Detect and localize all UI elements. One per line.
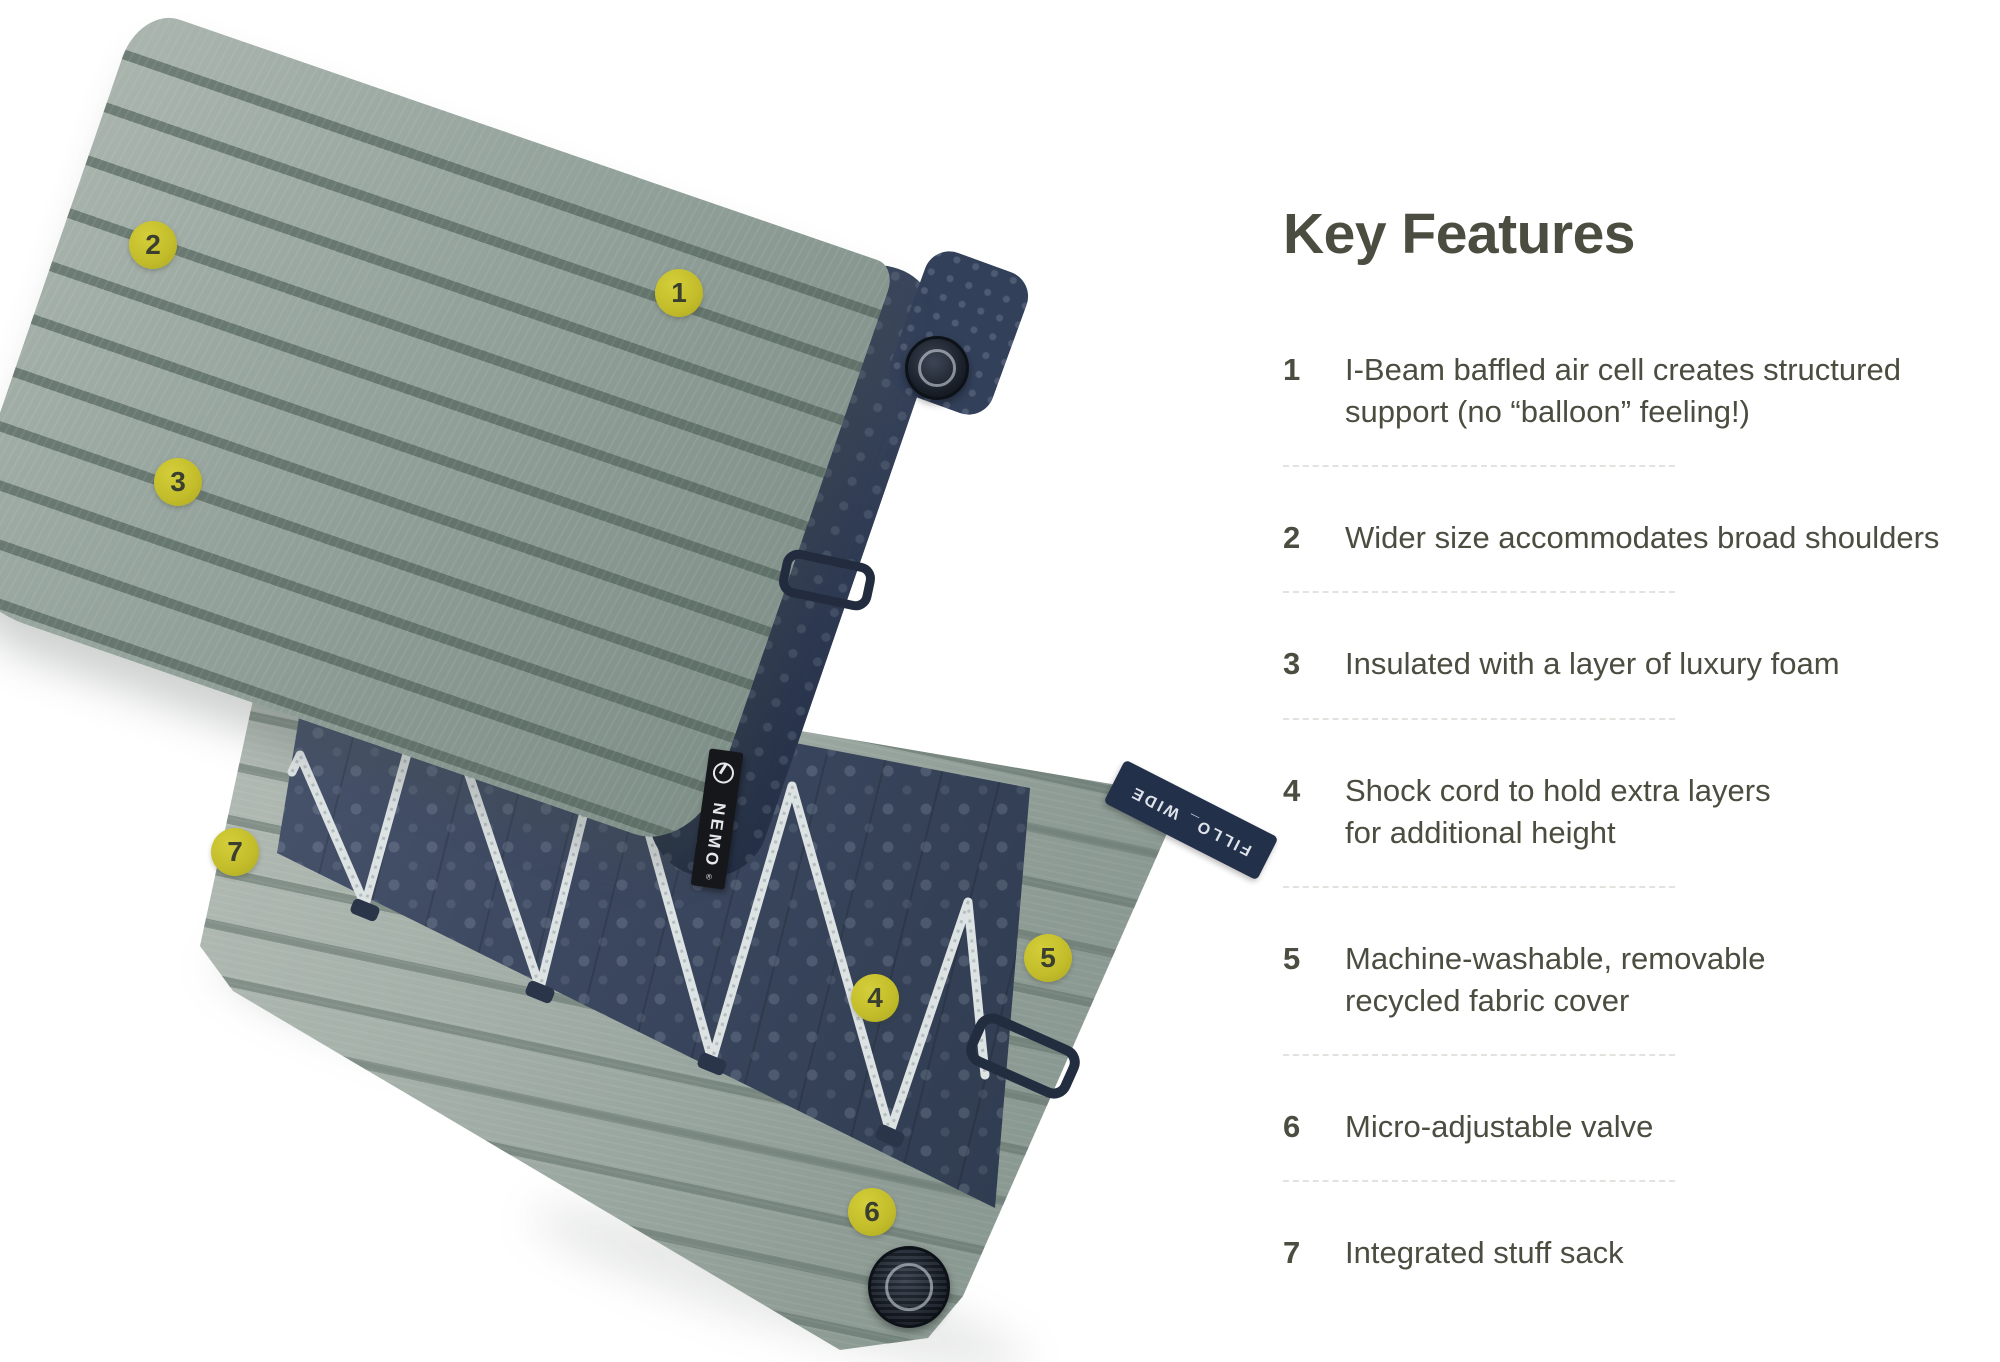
- callout-badge-6: 6: [848, 1188, 896, 1236]
- feature-text: I-Beam baffled air cell creates structur…: [1345, 352, 1901, 430]
- feature-text: Micro-adjustable valve: [1345, 1109, 1654, 1145]
- feature-item-6: 6 Micro-adjustable valve: [1283, 1106, 1998, 1148]
- valve-cap: [885, 1263, 933, 1311]
- feature-text: Shock cord to hold extra layers for addi…: [1345, 772, 1771, 850]
- divider: [1283, 717, 1675, 720]
- feature-number: 2: [1283, 520, 1301, 556]
- key-features-title: Key Features: [1283, 202, 1636, 266]
- nemo-brand-label: NEMO: [701, 801, 730, 871]
- callout-badge-7: 7: [211, 828, 259, 876]
- feature-item-7: 7 Integrated stuff sack: [1283, 1232, 1998, 1274]
- divider: [1283, 1054, 1675, 1057]
- valve-cap: [918, 349, 956, 387]
- feature-number: 5: [1283, 940, 1301, 976]
- feature-number: 7: [1283, 1235, 1301, 1271]
- divider: [1283, 465, 1675, 468]
- callout-badge-3: 3: [154, 458, 202, 506]
- valve-bottom: [868, 1246, 950, 1328]
- callout-badge-5: 5: [1024, 934, 1072, 982]
- feature-item-1: 1 I-Beam baffled air cell creates struct…: [1283, 349, 1998, 433]
- feature-number: 1: [1283, 352, 1301, 387]
- callout-badge-1: 1: [655, 269, 703, 317]
- feature-item-3: 3 Insulated with a layer of luxury foam: [1283, 643, 1998, 685]
- registered-mark: ®: [705, 872, 713, 882]
- callout-badge-4: 4: [851, 974, 899, 1022]
- nemo-logo-icon: [711, 761, 736, 785]
- divider: [1283, 1180, 1675, 1183]
- key-features-panel: Key Features 1 I-Beam baffled air cell c…: [1283, 206, 1998, 1275]
- feature-number: 4: [1283, 772, 1301, 808]
- divider: [1283, 591, 1675, 594]
- feature-number: 3: [1283, 646, 1301, 682]
- feature-number: 6: [1283, 1109, 1301, 1145]
- divider: [1283, 885, 1675, 888]
- feature-item-2: 2 Wider size accommodates broad shoulder…: [1283, 517, 1998, 559]
- feature-item-4: 4 Shock cord to hold extra layers for ad…: [1283, 770, 1998, 854]
- callout-badge-2: 2: [129, 221, 177, 269]
- valve-top: [905, 336, 969, 400]
- feature-text: Wider size accommodates broad shoulders: [1345, 520, 1940, 556]
- feature-text: Machine-washable, removable recycled fab…: [1345, 940, 1766, 1019]
- feature-text: Integrated stuff sack: [1345, 1235, 1624, 1271]
- feature-text: Insulated with a layer of luxury foam: [1345, 646, 1840, 682]
- feature-item-5: 5 Machine-washable, removable recycled f…: [1283, 938, 1998, 1022]
